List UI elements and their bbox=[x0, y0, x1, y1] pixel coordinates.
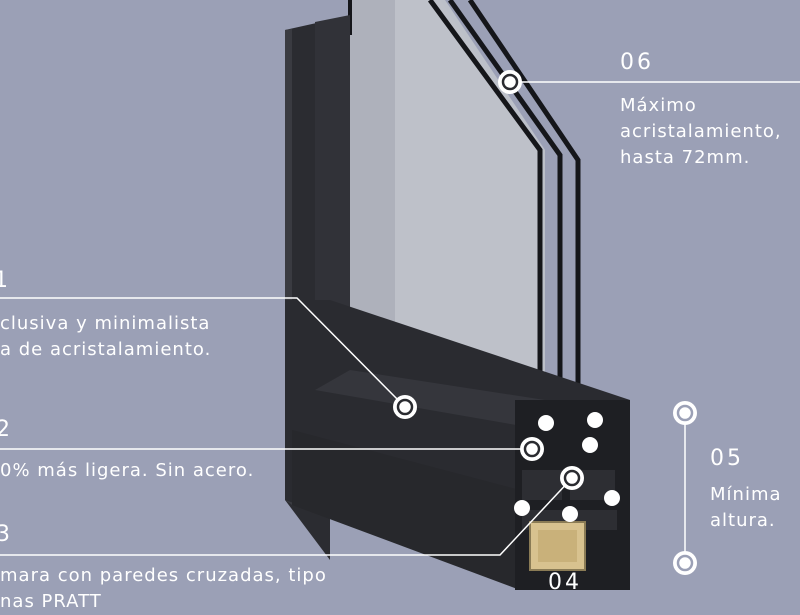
callout-number-3: 3 bbox=[0, 522, 13, 547]
callout-number-1: 1 bbox=[0, 268, 11, 293]
callout-number-05: 05 bbox=[710, 446, 744, 471]
callout-text-05: Mínima altura. bbox=[710, 482, 782, 534]
callout-markers bbox=[393, 70, 697, 575]
detail-dot bbox=[587, 412, 603, 428]
gasket-inner bbox=[538, 530, 577, 562]
callout-marker-icon[interactable] bbox=[560, 466, 584, 490]
glass-edge-outer-1 bbox=[427, 0, 543, 410]
callout-line: 0% más ligera. Sin acero. bbox=[0, 460, 255, 481]
callout-line: altura. bbox=[710, 510, 776, 531]
callout-line: a de acristalamiento. bbox=[0, 339, 212, 360]
callout-number-06: 06 bbox=[620, 50, 654, 75]
glass-edge-outer-3 bbox=[467, 0, 581, 410]
callout-text-06: Máximo acristalamiento, hasta 72mm. bbox=[620, 93, 782, 171]
window-profile-illustration bbox=[0, 0, 800, 590]
profile-detail-dots bbox=[514, 412, 620, 522]
callout-marker-icon[interactable] bbox=[498, 70, 522, 94]
callout-line: clusiva y minimalista bbox=[0, 313, 211, 334]
detail-dot bbox=[604, 490, 620, 506]
callout-number-04: 04 bbox=[548, 570, 582, 595]
callout-line: nas PRATT bbox=[0, 591, 102, 612]
callout-marker-icon[interactable] bbox=[520, 437, 544, 461]
callout-marker-icon[interactable] bbox=[673, 551, 697, 575]
callout-marker-icon[interactable] bbox=[673, 401, 697, 425]
callout-line: hasta 72mm. bbox=[620, 147, 751, 168]
callout-number-2: 2 bbox=[0, 417, 13, 442]
callout-line: acristalamiento, bbox=[620, 121, 782, 142]
leader-line-3 bbox=[0, 477, 573, 556]
detail-dot bbox=[582, 437, 598, 453]
callout-line: Máximo bbox=[620, 95, 697, 116]
callout-marker-icon[interactable] bbox=[393, 395, 417, 419]
callout-line: mara con paredes cruzadas, tipo bbox=[0, 565, 327, 586]
callout-line: Mínima bbox=[710, 484, 782, 505]
callout-text-1: clusiva y minimalista a de acristalamien… bbox=[0, 311, 211, 363]
callout-text-3: mara con paredes cruzadas, tipo nas PRAT… bbox=[0, 563, 327, 615]
callout-text-2: 0% más ligera. Sin acero. bbox=[0, 458, 254, 484]
detail-dot bbox=[538, 415, 554, 431]
detail-dot bbox=[514, 500, 530, 516]
detail-dot bbox=[562, 506, 578, 522]
frame-sash-face bbox=[292, 430, 520, 590]
frame-horizontal-top bbox=[315, 370, 545, 430]
leader-line-1 bbox=[0, 297, 406, 408]
glass-edge-outer-2 bbox=[447, 0, 563, 410]
glass-pane-front bbox=[395, 0, 545, 395]
frame-vertical-face bbox=[315, 15, 350, 390]
